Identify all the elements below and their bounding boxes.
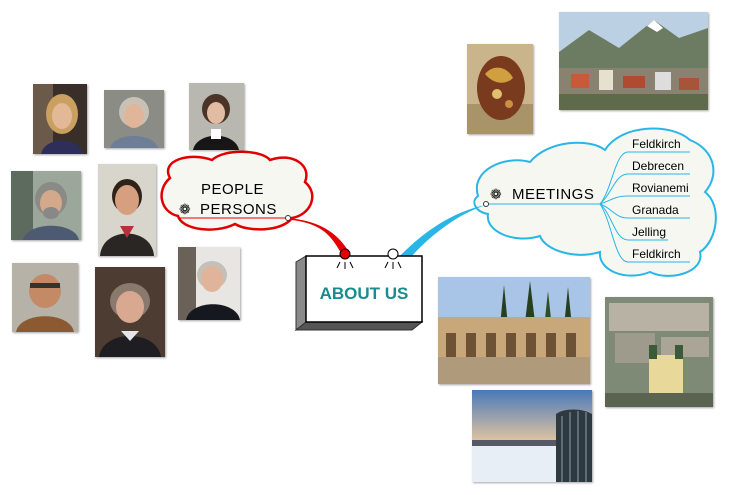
meetings-connector [398,205,486,258]
person-photo [12,263,78,332]
people-topic-line1[interactable]: PEOPLE [201,181,265,198]
meeting-item[interactable]: Feldkirch [632,137,681,151]
sculpture-photo [467,44,533,134]
person-photo [189,83,244,150]
meeting-item[interactable]: Feldkirch [632,247,681,261]
person-photo [178,247,240,320]
about-us-box [305,255,423,323]
meeting-item[interactable]: Debrecen [632,159,685,173]
meetings-topic-label[interactable]: MEETINGS [512,186,595,203]
gear-icon: ❁ [490,186,502,202]
debrecen-photo [605,297,713,407]
meeting-item[interactable]: Granada [632,203,679,217]
person-photo [33,84,87,154]
meeting-item[interactable]: Jelling [632,225,667,239]
person-photo [95,267,165,357]
alpine-town-photo [559,12,708,110]
meeting-item[interactable]: Rovianemi [632,181,689,195]
gear-icon: ❁ [179,201,191,217]
meetings-cloud [473,127,717,277]
people-topic-line2[interactable]: PERSONS [200,201,277,218]
people-connector [289,218,350,254]
person-photo [98,164,156,256]
person-photo [11,171,81,240]
winter-lake-photo [472,390,592,482]
people-cloud [160,150,314,231]
central-topic-label[interactable]: ABOUT US [319,284,409,303]
alhambra-photo [438,277,590,384]
person-photo [104,90,164,148]
